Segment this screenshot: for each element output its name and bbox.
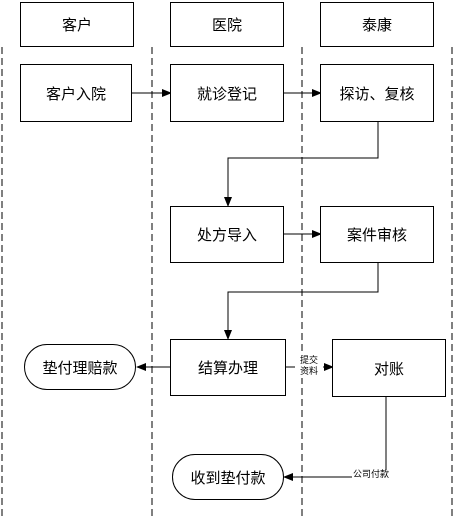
lane-header-taikang: 泰康 [320, 2, 434, 47]
edge-label-submit-line2: 资料 [299, 367, 318, 377]
node-reconcile: 对账 [332, 339, 446, 397]
edge-label-submit-line1: 提交 [299, 356, 318, 366]
edge-label-submit: 提交 资料 [295, 356, 323, 378]
node-visit-review: 探访、复核 [320, 64, 434, 122]
arrow-reconcile-to-receive [283, 397, 387, 481]
node-receive-advance: 收到垫付款 [172, 454, 284, 500]
edge-label-company-pay: 公司付款 [352, 470, 391, 481]
node-customer-admit: 客户入院 [20, 64, 132, 122]
arrow-visit-to-prescription [224, 122, 379, 207]
node-register: 就诊登记 [170, 64, 284, 122]
node-prescription-import: 处方导入 [170, 206, 284, 263]
lane-header-hospital: 医院 [170, 2, 284, 47]
node-advance-claim: 垫付理赔款 [24, 344, 136, 390]
node-settlement: 结算办理 [170, 339, 286, 396]
node-case-review: 案件审核 [320, 206, 434, 263]
lane-header-customer: 客户 [20, 2, 134, 47]
arrow-case-to-settlement [224, 263, 379, 340]
